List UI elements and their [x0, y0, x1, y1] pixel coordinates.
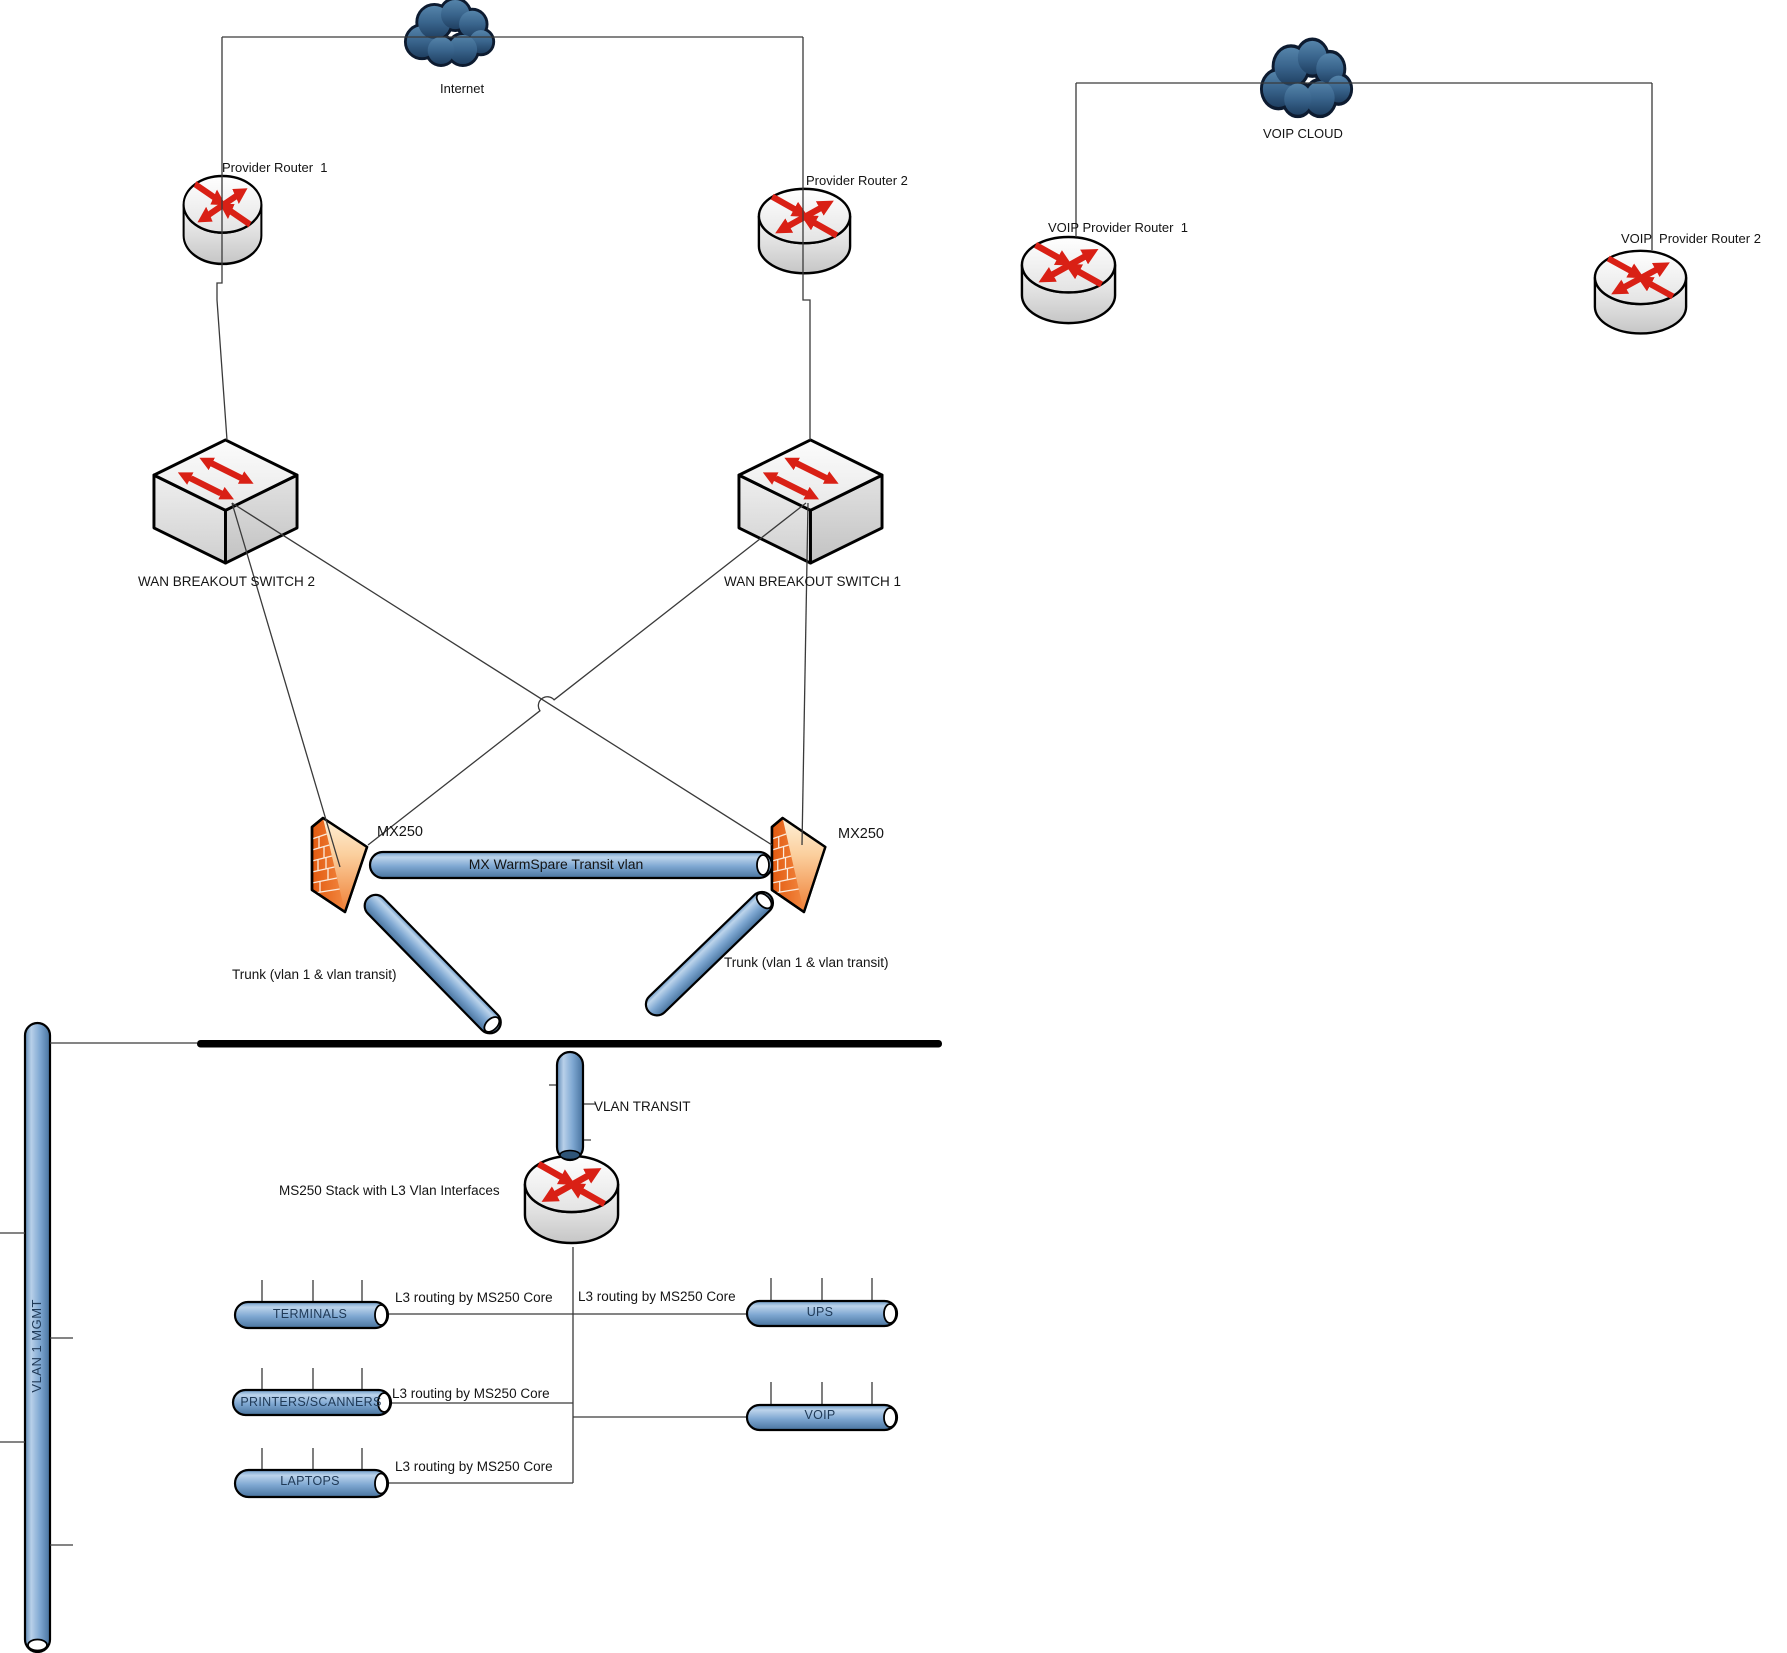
ups-ticks: [770, 1278, 873, 1302]
provider-router-2-label: Provider Router 2: [806, 173, 908, 188]
provider-router-2-icon: [759, 189, 850, 273]
wan-breakout-switch-2-icon: [154, 440, 297, 563]
voip-provider-router-2-icon: [1595, 251, 1686, 334]
wan-breakout-switch-1-icon: [739, 440, 882, 563]
connector-lines: [0, 36, 1653, 1546]
trunk-right-label: Trunk (vlan 1 & vlan transit): [724, 955, 889, 970]
link-sw2-mxright: [231, 502, 773, 846]
terminals-cylinder: [233, 1300, 390, 1330]
internet-cloud-icon: [407, 0, 493, 64]
vlan-transit-label: VLAN TRANSIT: [594, 1099, 691, 1114]
terminals-ticks: [261, 1280, 363, 1303]
link-pr2-sw1: [802, 37, 811, 440]
voip-provider-router-2-label: VOIP Provider Router 2: [1621, 231, 1761, 246]
mx-warmspare-transit-cylinder: [368, 850, 774, 880]
l3-routing-printers-label: L3 routing by MS250 Core: [392, 1386, 550, 1401]
laptops-ticks: [261, 1448, 363, 1471]
wan-breakout-switch-2-label: WAN BREAKOUT SWITCH 2: [138, 574, 316, 589]
link-sw1-mxright: [801, 502, 809, 846]
ms250-core-label: MS250 Stack with L3 Vlan Interfaces: [279, 1183, 500, 1198]
mx250-left-label: MX250: [377, 824, 423, 840]
wan-breakout-switch-1-label: WAN BREAKOUT SWITCH 1: [724, 574, 902, 589]
printers-scanners-vlan-label: PRINTERS/SCANNERS: [240, 1395, 382, 1409]
provider-router-1-label: Provider Router 1: [222, 160, 328, 175]
voip-provider-router-1-label: VOIP Provider Router 1: [1048, 220, 1188, 235]
l3-routing-laptops-label: L3 routing by MS250 Core: [395, 1459, 553, 1474]
link-pr1-sw2: [216, 37, 228, 441]
voip-cloud-icon: [1263, 41, 1350, 115]
ups-vlan-label: UPS: [806, 1305, 834, 1319]
voip-provider-router-1-icon: [1022, 237, 1115, 323]
l3-routing-terminals-label: L3 routing by MS250 Core: [395, 1290, 553, 1305]
core-backbone-bar: [197, 1040, 942, 1048]
voip-ticks: [770, 1382, 873, 1406]
printers-ticks: [261, 1368, 363, 1391]
voip-vlan-label: VOIP: [804, 1408, 836, 1422]
mx250-firewall-right-icon: [770, 816, 827, 914]
voip-cloud-label: VOIP CLOUD: [1263, 126, 1343, 141]
trunk-cylinder-left: [363, 893, 502, 1035]
mx250-right-label: MX250: [838, 826, 884, 842]
link-sw1-mxleft: [367, 502, 807, 846]
vlan1-mgmt-label: VLAN 1 MGMT: [29, 1299, 45, 1393]
laptops-vlan-label: LAPTOPS: [280, 1474, 340, 1488]
laptops-cylinder: [233, 1468, 390, 1499]
link-sw2-mxleft: [231, 502, 341, 868]
internet-label: Internet: [440, 81, 485, 96]
terminals-vlan-label: TERMINALS: [272, 1307, 348, 1321]
trunk-left-label: Trunk (vlan 1 & vlan transit): [232, 967, 397, 982]
vlan1-mgmt-ticks: [0, 1232, 73, 1546]
vlan-transit-ticks: [549, 1084, 596, 1141]
trunk-cylinder-right: [644, 890, 775, 1017]
voip-cylinder: [745, 1403, 899, 1432]
mx-warmspare-label: MX WarmSpare Transit vlan: [468, 856, 644, 872]
printers-scanners-cylinder: [231, 1388, 393, 1417]
ups-cylinder: [745, 1299, 899, 1328]
vlan-transit-cylinder: [555, 1050, 585, 1162]
l3-routing-ups-label: L3 routing by MS250 Core: [578, 1289, 736, 1304]
ms250-core-router-icon: [525, 1156, 618, 1243]
